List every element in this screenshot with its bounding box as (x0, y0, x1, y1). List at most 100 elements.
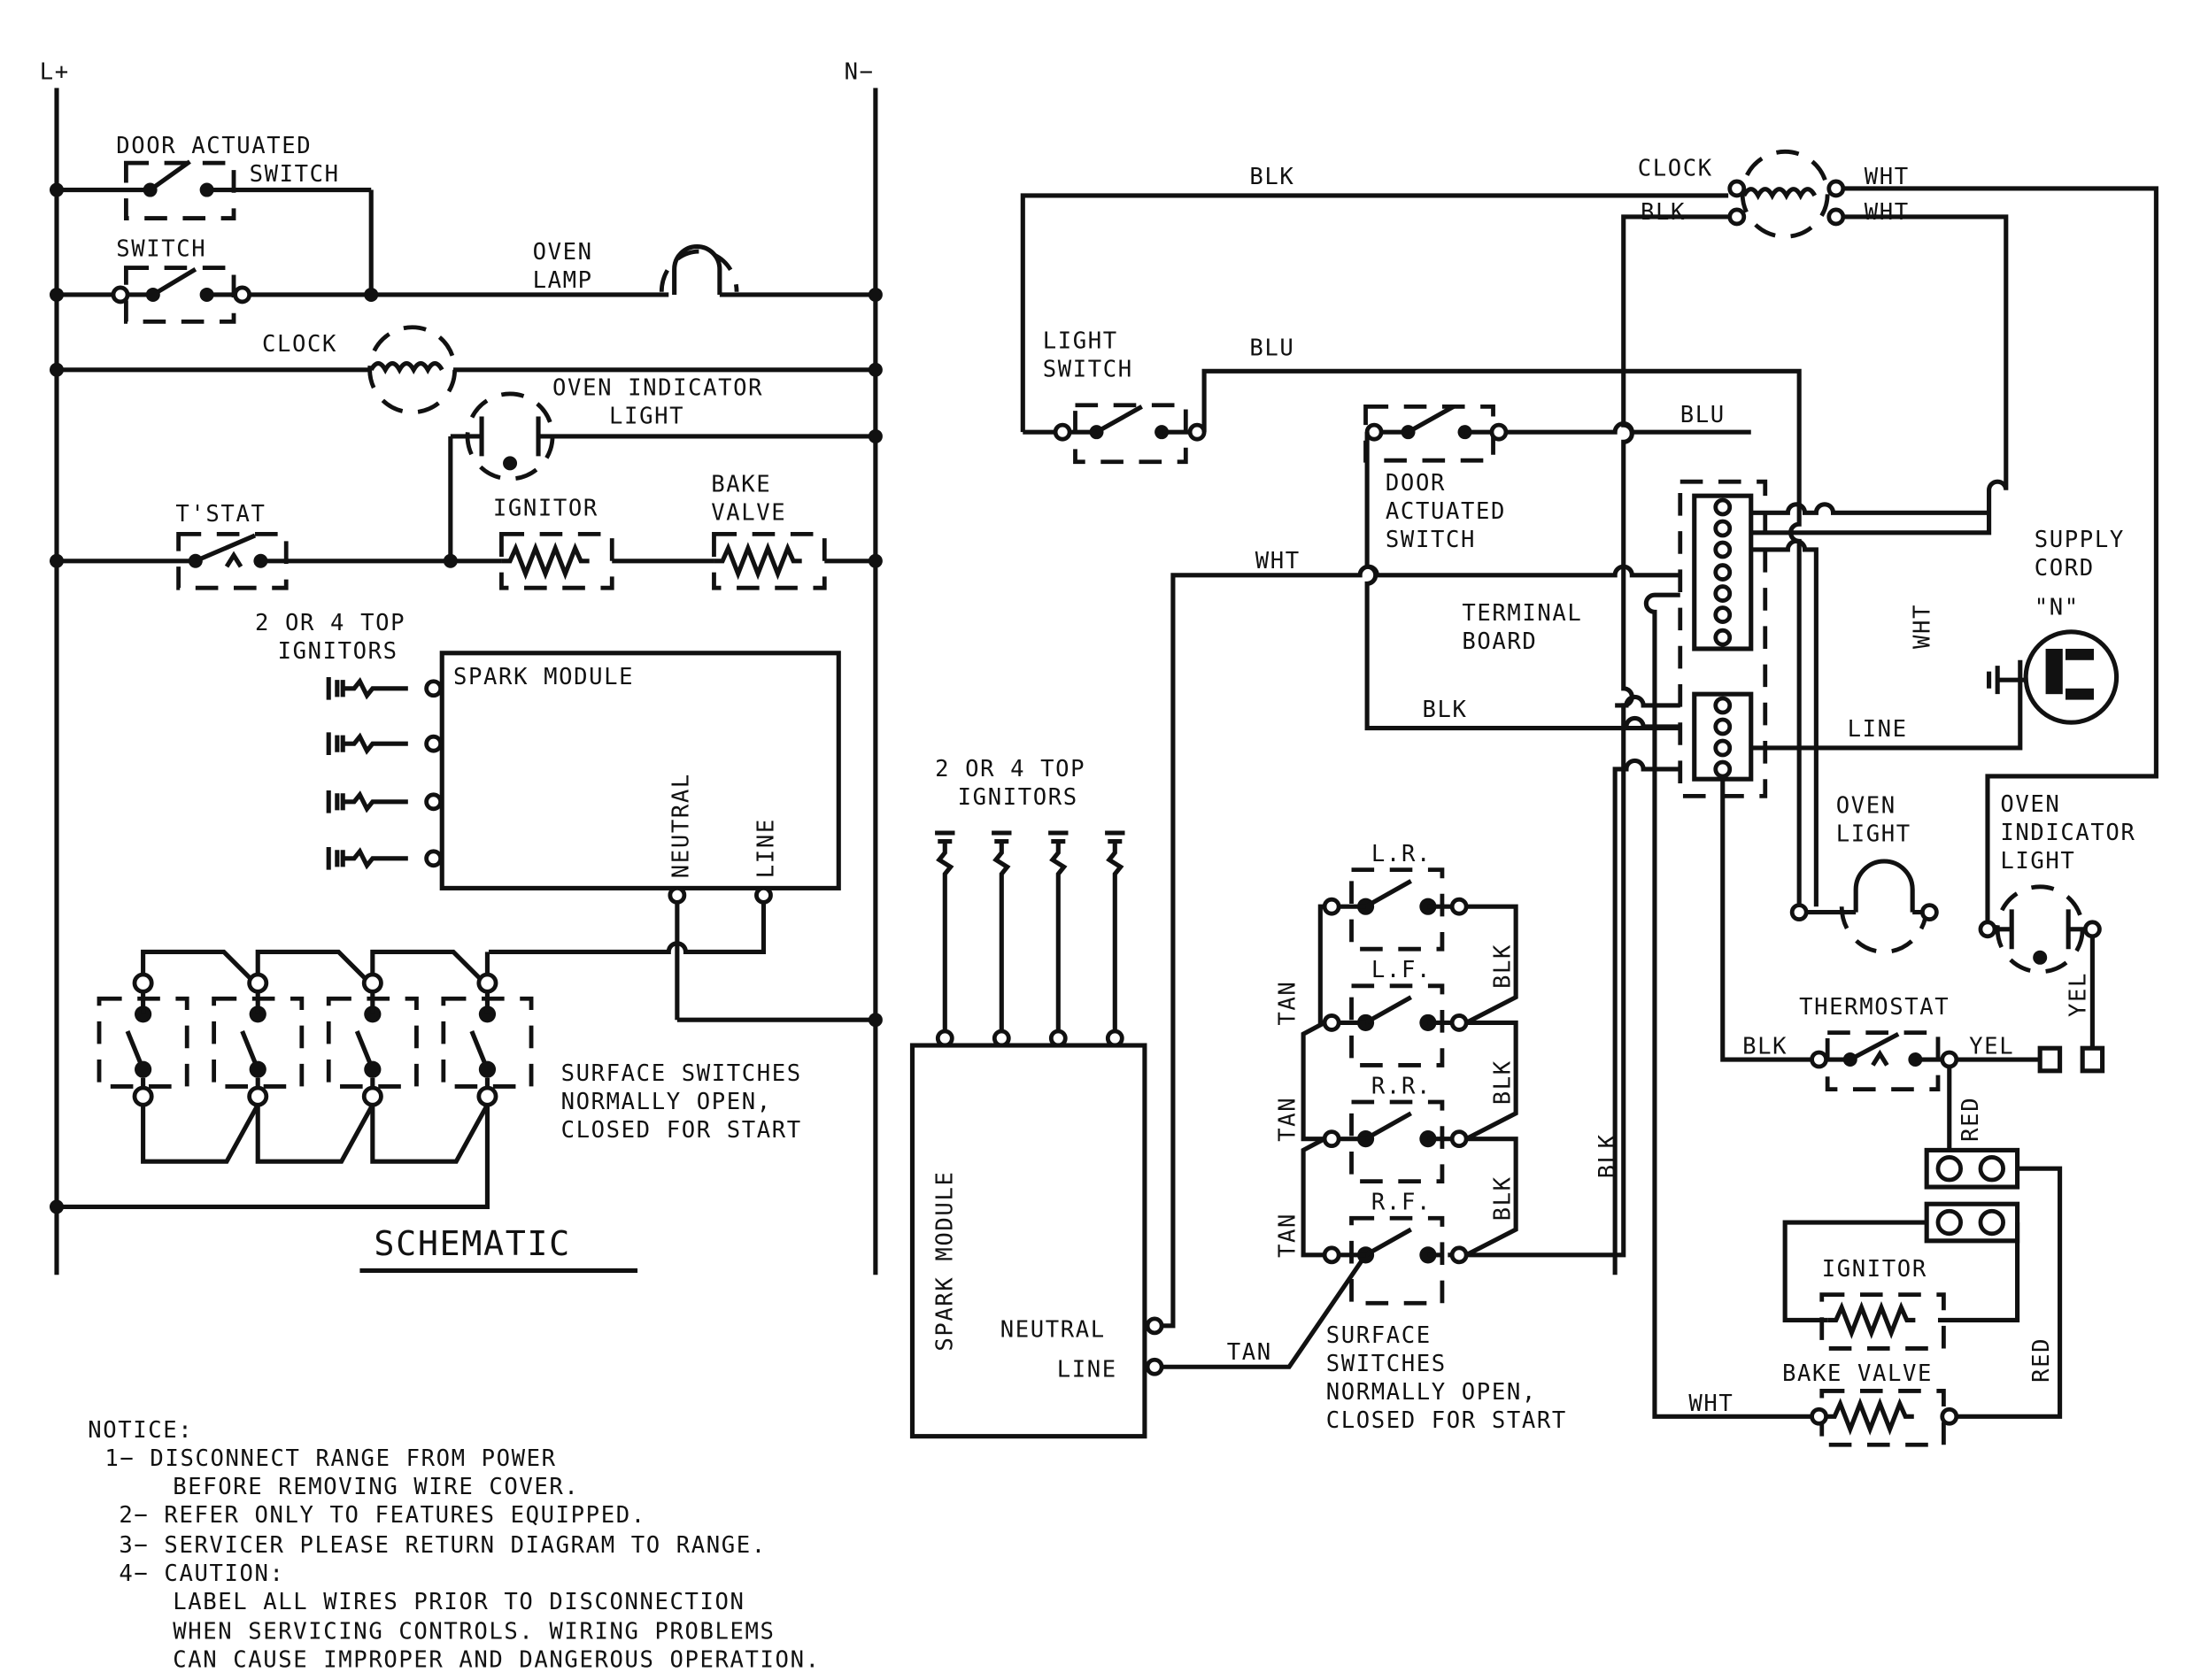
wire-label-tan-1: TAN (1275, 981, 1301, 1026)
switch-label-lf: L.F. (1371, 957, 1432, 983)
neutral-label-wiring: NEUTRAL (1000, 1317, 1106, 1344)
light-switch-label: LIGHT (1043, 328, 1118, 355)
clock-motor-icon (367, 325, 458, 415)
ignitor-resistor-wiring (1827, 1300, 1916, 1339)
supply-cord-plug-icon (1987, 629, 2120, 725)
tstat-label: T'STAT (175, 501, 266, 528)
wire-wht-bottom-return (1643, 592, 1819, 1419)
wire-label-blu-2: BLU (1680, 402, 1726, 428)
notice-item-2: 2− REFER ONLY TO FEATURES EQUIPPED. (119, 1502, 645, 1529)
schematic: L+ N− DOOR ACTUATED SWITCH SWITCH OVEN L… (40, 59, 883, 1275)
wire-label-tan-2: TAN (1275, 1097, 1301, 1142)
oven-indicator-label: OVEN INDICATOR (552, 375, 763, 402)
clock-label: CLOCK (262, 331, 337, 358)
bake-label: BAKE (711, 471, 771, 497)
oven-lamp-label-2: LAMP (533, 267, 593, 294)
wiring-pictorial: BLK CLOCK WHT BLK WHT LIGHT SWITCH BLU B… (909, 149, 2158, 1447)
ignitor-count-label: 2 OR 4 TOP (255, 610, 405, 636)
wire-label-line: LINE (1848, 716, 1908, 743)
yel-terminal-2 (2080, 1045, 2105, 1074)
top-ignitor-wiring-3 (1048, 830, 1069, 1048)
switch-label: SWITCH (116, 236, 206, 263)
yel-terminal-1 (2037, 1045, 2063, 1074)
ignitor-count-label-wiring-2: IGNITORS (958, 784, 1078, 811)
wire-red-2 (1949, 1166, 2063, 1419)
door-switch-label: DOOR ACTUATED (116, 133, 312, 159)
top-ignitor-wiring-2 (992, 830, 1012, 1048)
schematic-surface-switches (50, 949, 534, 1214)
terminal-board-label: TERMINAL (1462, 600, 1582, 627)
door-switch-label-wiring-3: SWITCH (1386, 527, 1476, 553)
light-switch-label-2: SWITCH (1043, 357, 1133, 383)
bake-valve-coil (714, 542, 802, 581)
spark-module-label: SPARK MODULE (453, 664, 634, 690)
wire-label-blk-sw-2: BLK (1490, 1060, 1517, 1105)
top-ignitor-wiring-4 (1105, 830, 1125, 1048)
wire-label-blk-vert: BLK (1595, 1133, 1621, 1178)
wire-label-wht-vert: WHT (1909, 604, 1935, 649)
oven-light-label-2: LIGHT (1836, 821, 1911, 848)
wire-label-red-2: RED (2028, 1337, 2055, 1383)
wire-wht-neutral (1162, 564, 1680, 1329)
bake-valve-label-wiring: BAKE VALVE (1782, 1360, 1933, 1387)
ignitor-box-wiring (1819, 1292, 1946, 1351)
ignitor-label-wiring: IGNITOR (1822, 1256, 1927, 1283)
wire-label-blk-3: BLK (1423, 697, 1468, 723)
ignitor-count-label-wiring: 2 OR 4 TOP (935, 756, 1085, 782)
ignitor-label: IGNITOR (493, 496, 598, 522)
terminal-board-label-2: BOARD (1462, 628, 1537, 655)
schematic-title: SCHEMATIC (374, 1224, 570, 1264)
wire-label-blk-sw-1: BLK (1490, 944, 1517, 989)
wire-wht-top (1842, 186, 2158, 921)
notice-item-4: 4− CAUTION: (119, 1561, 284, 1587)
l-plus-label: L+ (40, 59, 70, 86)
oven-lamp-label: OVEN (533, 239, 593, 266)
ignitor-box (499, 531, 614, 590)
wire-wht-clock (1750, 214, 2009, 536)
wire-label-tan-h: TAN (1227, 1339, 1272, 1366)
supply-cord-label-2: CORD (2035, 555, 2095, 582)
tstat-contact (194, 533, 257, 564)
wire-blu-2 (1505, 421, 1751, 435)
top-ignitor-2 (326, 732, 444, 755)
ignitor-count-label-2: IGNITORS (278, 638, 398, 665)
surface-switches-label-wiring-4: CLOSED FOR START (1326, 1407, 1567, 1434)
bake-valve-box (712, 531, 827, 590)
oven-light-label: OVEN (1836, 793, 1896, 820)
wire-label-blk-thermostat: BLK (1742, 1034, 1788, 1060)
wire-label-wht-1: WHT (1865, 164, 1910, 190)
surface-switches-label-3: CLOSED FOR START (561, 1117, 802, 1144)
top-ignitors-wiring (935, 830, 1125, 1048)
wire-label-wht-bottom: WHT (1688, 1391, 1734, 1417)
top-ignitors (326, 676, 444, 870)
wire-label-wht-2: WHT (1865, 199, 1910, 226)
notice-item-1b: BEFORE REMOVING WIRE COVER. (173, 1474, 579, 1500)
switch-box-lf (1349, 983, 1445, 1067)
wire-blk-thermostat (1720, 779, 1819, 1062)
surface-switches-wiring: L.R. L.F. R.R. R.F. TAN TAN TAN BLK BLK … (1275, 841, 1518, 1306)
oven-indicator-label-wiring: OVEN (2000, 791, 2060, 818)
n-minus-label: N− (845, 59, 875, 86)
top-ignitor-wiring-1 (935, 830, 955, 1048)
wire-label-wht-3: WHT (1255, 548, 1301, 574)
oven-indicator-light-icon-wiring (1978, 884, 2102, 975)
spark-module-box (439, 651, 841, 890)
switch-box-rf (1349, 1215, 1445, 1306)
notice-item-1: 1− DISCONNECT RANGE FROM POWER (104, 1445, 556, 1472)
top-ignitor-4 (326, 847, 444, 870)
notice: NOTICE: 1− DISCONNECT RANGE FROM POWER B… (88, 1417, 819, 1673)
oven-indicator-label-wiring-2: INDICATOR (2000, 820, 2135, 846)
oven-light-icon (1789, 859, 1939, 954)
notice-title: NOTICE: (88, 1417, 193, 1444)
wire-label-blu-1: BLU (1249, 335, 1294, 362)
wire-label-blk-top: BLK (1249, 164, 1294, 190)
surface-switches-label-wiring-3: NORMALLY OPEN, (1326, 1379, 1537, 1406)
wire-label-blk-sw-3: BLK (1490, 1175, 1517, 1221)
neutral-label: NEUTRAL (668, 773, 695, 878)
wire-ignitor-loop (1782, 1220, 1927, 1323)
bake-valve-label: VALVE (711, 499, 786, 526)
wire-label-blk-2: BLK (1641, 199, 1686, 226)
thermostat-label: THERMOSTAT (1799, 994, 1950, 1021)
switch-label-rr: R.R. (1371, 1073, 1432, 1099)
wire-label-yel-vert: YEL (2065, 972, 2091, 1017)
